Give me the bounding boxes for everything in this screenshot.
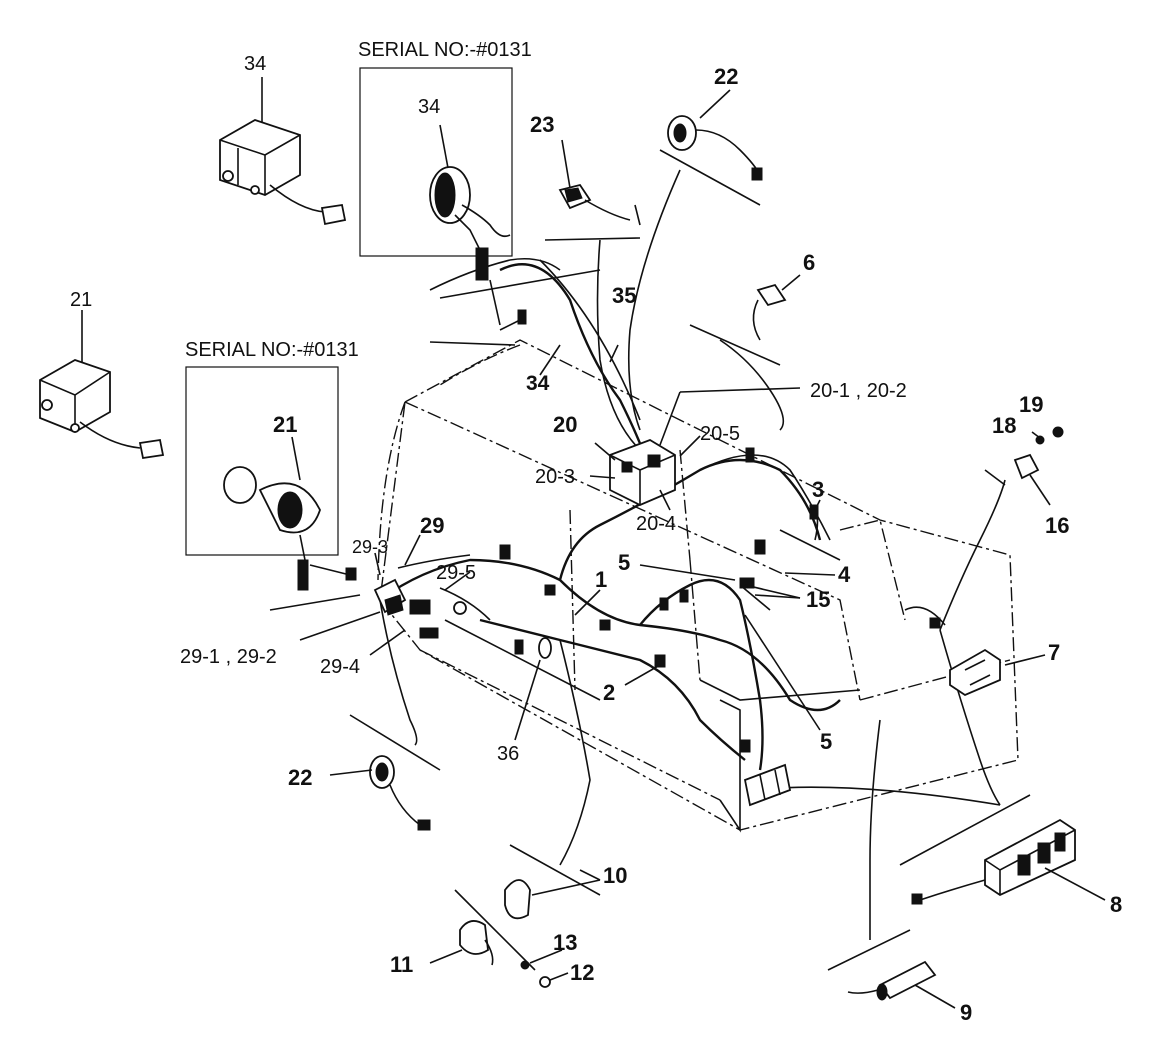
- main-harness: [379, 169, 1006, 940]
- serial-box-21: [185, 366, 339, 561]
- switch-16-18-19: [984, 426, 1064, 506]
- label-19: 19: [1019, 392, 1043, 417]
- label-13: 13: [553, 930, 577, 955]
- label-6: 6: [803, 250, 815, 275]
- grommet-36: [514, 637, 552, 741]
- rear-lamp-left: [743, 763, 792, 807]
- serial-box-34: [359, 67, 513, 257]
- label-5-bottom: 5: [820, 729, 832, 754]
- relay-21-left: [39, 310, 165, 460]
- label-20-3: 20-3: [535, 466, 575, 488]
- label-18: 18: [992, 413, 1016, 438]
- tail-lamp-8: [899, 794, 1106, 905]
- label-2: 2: [603, 680, 615, 705]
- connector-3: [779, 499, 841, 561]
- label-7: 7: [1048, 640, 1060, 665]
- sensor-6: [689, 274, 801, 366]
- chassis-body: [377, 339, 1019, 833]
- label-35: 35: [612, 283, 636, 308]
- horn-22-bottom: [329, 714, 441, 831]
- label-22-bottom: 22: [288, 765, 312, 790]
- label-23: 23: [530, 112, 554, 137]
- switch-23: [558, 139, 641, 226]
- label-4: 4: [838, 562, 851, 587]
- junction-29: [299, 534, 491, 656]
- label-5-top: 5: [618, 550, 630, 575]
- label-29-5: 29-5: [436, 562, 476, 584]
- harness-connectors: [409, 309, 941, 753]
- label-20-1-20-2: 20-1 , 20-2: [810, 380, 907, 402]
- serial-note-upper: SERIAL NO:-#0131: [358, 39, 532, 61]
- label-12: 12: [570, 960, 594, 985]
- label-20: 20: [553, 412, 577, 437]
- lamp-7: [949, 648, 1046, 697]
- label-29: 29: [420, 513, 444, 538]
- label-15: 15: [806, 587, 830, 612]
- label-22-top: 22: [714, 64, 738, 89]
- upper-harness: [429, 237, 641, 331]
- label-29-3: 29-3: [352, 537, 388, 557]
- lamp-21-lead: [269, 559, 361, 611]
- label-16: 16: [1045, 513, 1069, 538]
- bracket-10: [504, 844, 601, 920]
- label-20-5: 20-5: [700, 423, 740, 445]
- label-11: 11: [390, 952, 413, 977]
- label-10: 10: [603, 863, 627, 888]
- label-20-4: 20-4: [636, 513, 676, 535]
- lamp-9: [827, 929, 956, 1009]
- label-8: 8: [1110, 892, 1122, 917]
- label-1: 1: [595, 567, 607, 592]
- serial-note-lower: SERIAL NO:-#0131: [185, 339, 359, 361]
- relay-34-top: [219, 77, 347, 226]
- label-34-mid: 34: [526, 372, 550, 395]
- leader-lines: [429, 341, 836, 731]
- label-9: 9: [960, 1000, 972, 1025]
- label-29-4: 29-4: [320, 656, 360, 678]
- label-21-box: 21: [273, 412, 297, 437]
- label-29-1-29-2: 29-1 , 29-2: [180, 646, 277, 668]
- label-21-left: 21: [70, 289, 92, 311]
- label-36: 36: [497, 743, 519, 765]
- label-34-box: 34: [418, 96, 440, 118]
- switch-11-12-13: [429, 889, 569, 988]
- horn-22-top: [659, 89, 763, 206]
- fuse-box-20: [589, 387, 801, 511]
- label-3: 3: [812, 477, 824, 502]
- label-34-top: 34: [244, 53, 266, 75]
